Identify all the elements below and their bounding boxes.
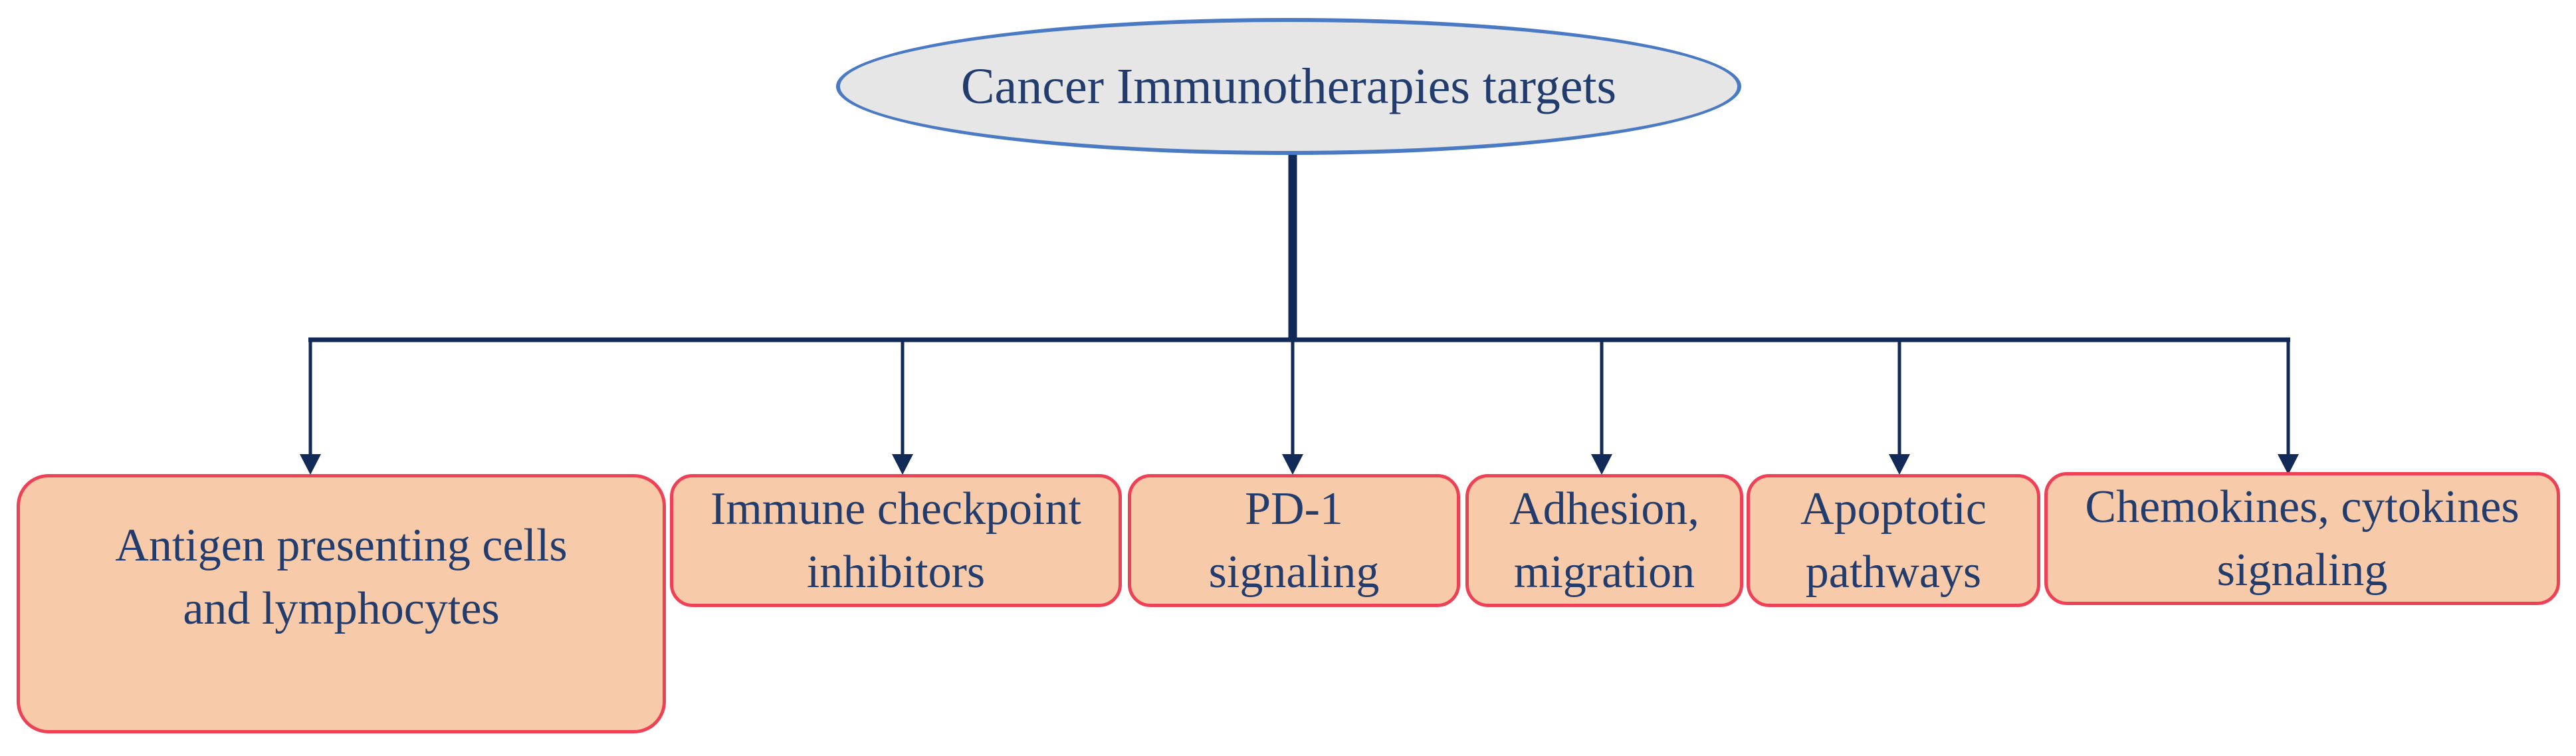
node-label-line: Antigen presenting cells xyxy=(115,520,568,571)
node-label-line: signaling xyxy=(1208,547,1380,598)
node-pd-1-signaling: PD-1 signaling xyxy=(1128,474,1460,607)
node-adhesion-migration: Adhesion, migration xyxy=(1465,474,1743,607)
root-node-label: Cancer Immunotherapies targets xyxy=(960,58,1617,114)
node-chemokines-cytokines-signaling: Chemokines, cytokines signaling xyxy=(2044,472,2560,605)
node-label-line: inhibitors xyxy=(806,547,986,598)
arrowhead-4 xyxy=(1591,454,1612,475)
node-label-line: Apoptotic xyxy=(1800,483,1986,535)
arrowhead-2 xyxy=(892,454,913,475)
node-label-line: and lymphocytes xyxy=(183,583,500,634)
root-node-cancer-immunotherapies-targets: Cancer Immunotherapies targets xyxy=(836,18,1741,155)
node-immune-checkpoint-inhibitors: Immune checkpoint inhibitors xyxy=(670,474,1122,607)
arrowhead-5 xyxy=(1889,454,1910,475)
arrowhead-1 xyxy=(300,454,321,475)
node-label-line: Immune checkpoint xyxy=(710,483,1081,535)
node-label-line: migration xyxy=(1513,547,1695,598)
node-label-line: pathways xyxy=(1805,547,1982,598)
node-label-line: PD-1 xyxy=(1245,483,1343,535)
node-label-line: signaling xyxy=(2216,545,2388,596)
arrowhead-3 xyxy=(1282,454,1303,475)
node-antigen-presenting-cells-and-lymphocytes: Antigen presenting cells and lymphocytes xyxy=(17,474,666,733)
node-label-line: Adhesion, xyxy=(1509,483,1699,535)
node-apoptotic-pathways: Apoptotic pathways xyxy=(1747,474,2040,607)
node-label-line: Chemokines, cytokines xyxy=(2085,481,2520,533)
